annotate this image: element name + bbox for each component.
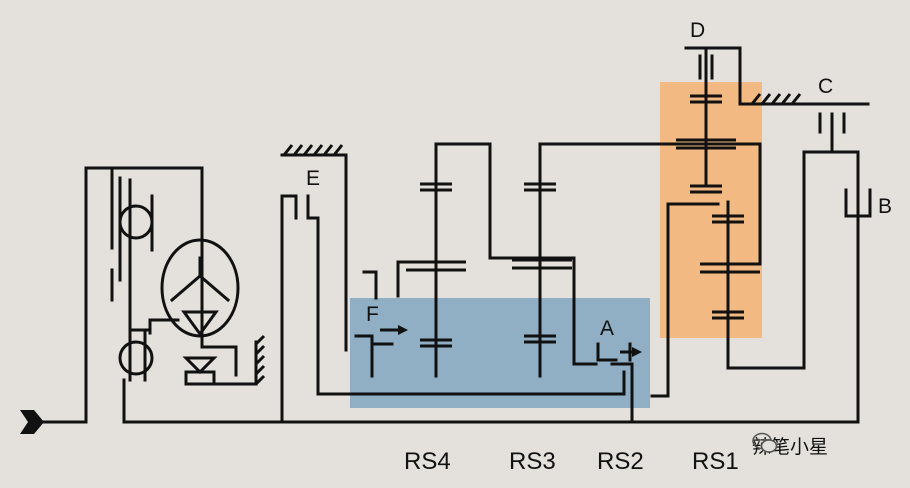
wechat-icon <box>752 432 778 453</box>
blue-region <box>350 298 650 408</box>
clutch-a-arrowhead <box>632 347 642 357</box>
rs1-gear-bars <box>676 94 760 320</box>
torque-converter-bracket-upper <box>118 194 154 252</box>
ground-hatch-e <box>282 144 344 156</box>
pump-housing <box>160 238 240 338</box>
label-d: D <box>690 19 706 42</box>
label-a: A <box>600 317 615 340</box>
ground-hatch-c <box>750 93 802 105</box>
rs4-gear-bars <box>406 182 466 348</box>
brake-c <box>816 102 870 154</box>
brake-e-ground <box>280 153 348 352</box>
brake-b <box>844 188 872 218</box>
pump-blades <box>169 256 231 337</box>
torque-converter-upper-wheel <box>118 204 154 240</box>
gearset-label-rs1: RS1 <box>692 448 739 475</box>
label-b: B <box>878 195 893 218</box>
label-f: F <box>366 303 379 326</box>
ground-hatch-pump <box>254 334 266 386</box>
clutch-f-arrowhead <box>398 325 408 335</box>
torque-converter-lower-wheel <box>118 340 154 376</box>
input-shaft <box>38 166 238 424</box>
gearset-label-rs2: RS2 <box>597 448 644 475</box>
watermark: 辣笔小星 <box>752 432 828 459</box>
brake-e-housing <box>280 194 626 424</box>
rs3-sun-shaft <box>488 256 598 366</box>
orange-region <box>660 82 762 338</box>
rs4-sun-shaft <box>396 260 436 298</box>
gearset-label-rs3: RS3 <box>509 448 556 475</box>
brake-d <box>684 46 834 106</box>
output-bottom-shaft <box>122 214 860 424</box>
pump-ground-line <box>198 340 258 386</box>
freewheel <box>182 356 218 386</box>
clutch-f <box>354 270 394 378</box>
label-c: C <box>818 75 834 98</box>
rs2-shaft <box>650 202 720 398</box>
gearset-label-rs4: RS4 <box>404 448 451 475</box>
input-arrow-icon <box>20 410 44 434</box>
label-e: E <box>306 167 321 190</box>
rs3-gear-bars <box>512 182 572 344</box>
